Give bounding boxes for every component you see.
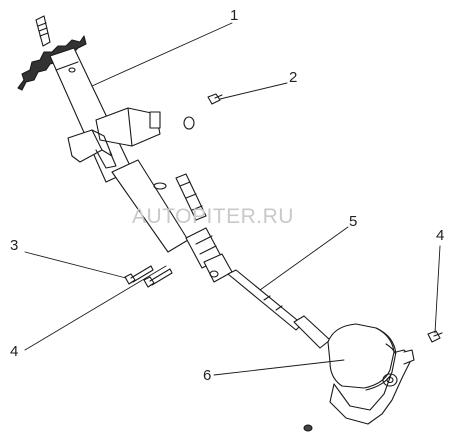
leader-line-2 bbox=[219, 82, 288, 100]
boot-cover-drawing bbox=[303, 323, 415, 432]
callout-1: 1 bbox=[230, 7, 239, 24]
watermark-text: AUTOPITER.RU bbox=[132, 205, 294, 228]
bolt-pair-drawing bbox=[124, 265, 173, 288]
right-bolt-drawing bbox=[427, 330, 443, 343]
leader-line-4-right bbox=[434, 245, 441, 334]
bolt-drawing bbox=[183, 93, 223, 130]
intermediate-shaft-drawing bbox=[227, 269, 331, 349]
leader-lines bbox=[24, 22, 441, 376]
leader-line-6 bbox=[213, 359, 345, 376]
callout-4-left: 4 bbox=[10, 343, 19, 360]
leader-line-5 bbox=[259, 226, 349, 291]
leader-line-4-left bbox=[24, 265, 167, 351]
steering-column-drawing bbox=[17, 15, 233, 283]
leader-line-3 bbox=[24, 251, 127, 279]
callout-2: 2 bbox=[289, 69, 298, 86]
callout-3: 3 bbox=[10, 237, 19, 254]
callout-6: 6 bbox=[203, 367, 212, 384]
callout-5: 5 bbox=[349, 213, 358, 230]
callout-4-right: 4 bbox=[436, 227, 445, 244]
leader-line-1 bbox=[91, 22, 233, 87]
